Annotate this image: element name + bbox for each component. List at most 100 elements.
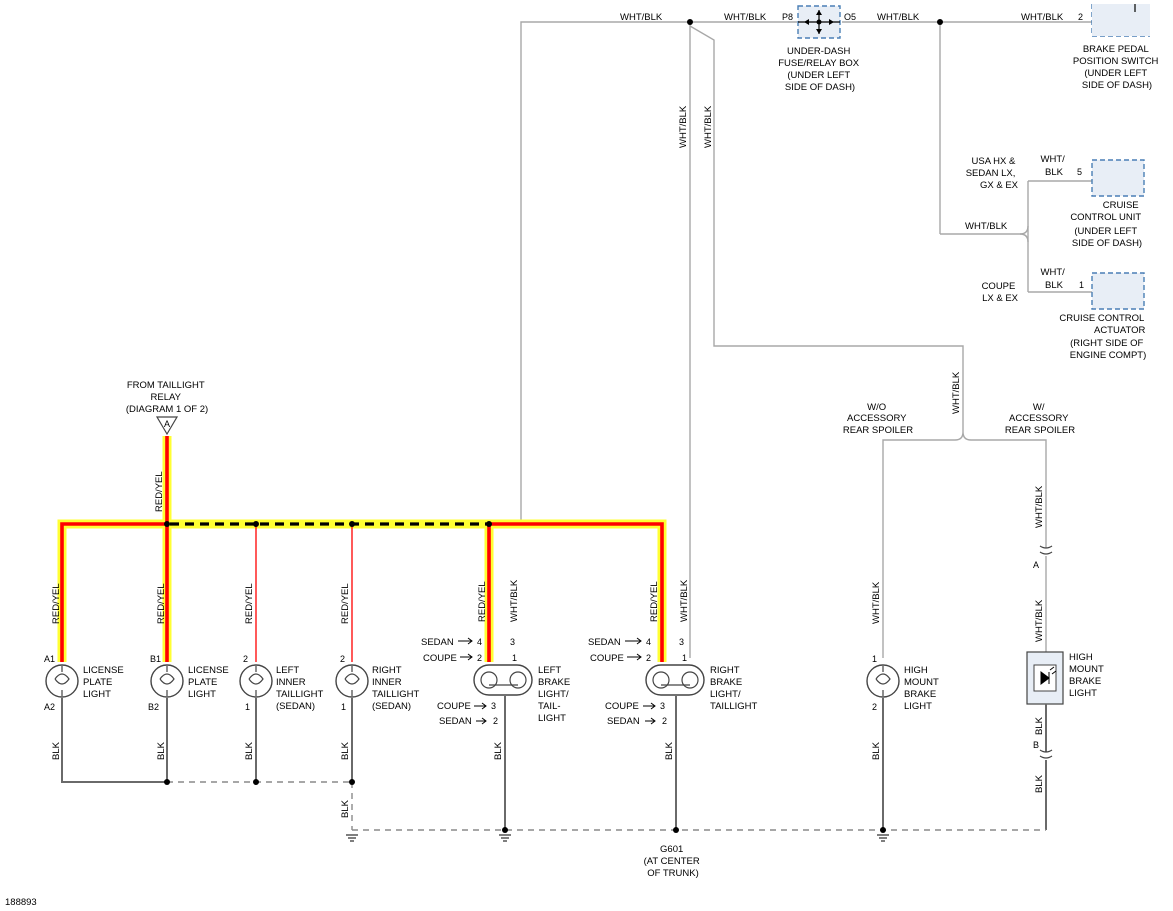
license-plate-light-2 xyxy=(150,664,184,698)
wire-label: WHT/BLK xyxy=(509,579,520,622)
left-brake-light-label: LEFT BRAKE LIGHT/ TAIL- LIGHT xyxy=(538,665,573,724)
wire-label: BLK xyxy=(340,741,351,760)
wire-label: WHT/BLK xyxy=(877,12,920,23)
pin-label: 3 xyxy=(510,637,515,647)
wire-label: BLK xyxy=(244,741,255,760)
variant-label: COUPE xyxy=(605,701,639,712)
junction-dot xyxy=(937,19,943,25)
pin-label: B2 xyxy=(148,702,159,712)
wire-label: BLK xyxy=(1034,774,1045,793)
highlighted-circuit xyxy=(57,436,667,662)
license-plate-light-label: LICENSE PLATE LIGHT xyxy=(188,665,231,700)
junction-dot xyxy=(687,19,693,25)
variant-label: SEDAN xyxy=(439,716,472,727)
connector-b-symbol xyxy=(1039,749,1053,759)
variant-label: SEDAN xyxy=(588,637,621,648)
wire-label: WHT/BLK xyxy=(679,579,690,622)
wire-label: WHT/BLK xyxy=(965,221,1008,232)
variant-label: SEDAN xyxy=(421,637,454,648)
wire-label: RED/YEL xyxy=(51,583,62,624)
wire-label: WHT/BLK xyxy=(1021,12,1064,23)
pin-label: 4 xyxy=(477,637,482,647)
wire-label: RED/YEL xyxy=(477,581,488,622)
junction-dot xyxy=(253,521,259,527)
wire-label: WHT/ BLK xyxy=(1041,267,1068,291)
svg-text:A: A xyxy=(164,419,170,429)
brake-pedal-position-switch xyxy=(1091,4,1150,37)
left-inner-taillight xyxy=(239,664,273,698)
pin-label: 1 xyxy=(1079,280,1084,290)
pin-label: O5 xyxy=(844,12,856,22)
fuse-box-label: UNDER-DASH FUSE/RELAY BOX (UNDER LEFT SI… xyxy=(778,46,862,93)
pin-label: 3 xyxy=(491,701,496,711)
wire-label: RED/YEL xyxy=(340,583,351,624)
wire-label: WHT/BLK xyxy=(724,12,767,23)
license-plate-light-1 xyxy=(45,664,79,698)
wire-label: WHT/BLK xyxy=(678,105,689,148)
pin-label: 2 xyxy=(493,716,498,726)
wire-label: BLK xyxy=(51,741,62,760)
pin-label: A2 xyxy=(44,702,55,712)
pin-label: 1 xyxy=(682,653,687,663)
figure-id: 188893 xyxy=(5,897,37,908)
cruise-actuator-label: CRUISE CONTROL ACTUATOR (RIGHT SIDE OF E… xyxy=(1059,313,1148,361)
variant-label: SEDAN xyxy=(607,716,640,727)
left-brake-taillight xyxy=(473,664,533,696)
pin-label: 1 xyxy=(872,654,877,664)
pin-label: B xyxy=(1033,740,1039,750)
pin-label: 5 xyxy=(1077,167,1082,177)
wire-label: WHT/ BLK xyxy=(1041,154,1068,178)
high-mount-label: HIGH MOUNT BRAKE LIGHT xyxy=(904,665,941,712)
pin-label: 1 xyxy=(341,702,346,712)
pin-label: A xyxy=(1033,560,1039,570)
wire-label: BLK xyxy=(493,741,504,760)
under-dash-fuse-relay-box xyxy=(797,5,841,39)
high-mount-led-label: HIGH MOUNT BRAKE LIGHT xyxy=(1069,652,1106,699)
cruise-control-actuator xyxy=(1091,272,1145,310)
junction-dot xyxy=(486,521,492,527)
top-wire-harness xyxy=(520,19,1092,658)
pin-label: 2 xyxy=(340,654,345,664)
wire-label: BLK xyxy=(156,741,167,760)
ground-g601-label: G601 (AT CENTER OF TRUNK) xyxy=(644,844,703,879)
junction-dot xyxy=(164,521,170,527)
variant-label: COUPE xyxy=(590,653,624,664)
right-inner-taillight xyxy=(335,664,369,698)
wire-label: WHT/BLK xyxy=(951,371,962,414)
cruise-variant-coupe: COUPE LX & EX xyxy=(982,281,1019,304)
pin-label: 2 xyxy=(646,653,651,663)
connector-a-symbol xyxy=(1039,545,1053,555)
pin-label: 2 xyxy=(243,654,248,664)
wire-label: WHT/BLK xyxy=(703,105,714,148)
wire-label: RED/YEL xyxy=(156,583,167,624)
spoiler-w-label: W/ ACCESSORY REAR SPOILER xyxy=(1005,402,1075,436)
license-plate-light-label: LICENSE PLATE LIGHT xyxy=(83,665,126,700)
pin-label: P8 xyxy=(782,12,793,22)
variant-label: COUPE xyxy=(437,701,471,712)
wire-label: BLK xyxy=(871,741,882,760)
relay-connector-a: A xyxy=(155,416,179,436)
wire-label: WHT/BLK xyxy=(1034,599,1045,642)
cruise-variant-usa: USA HX & SEDAN LX, GX & EX xyxy=(966,156,1019,191)
pin-label: 1 xyxy=(512,653,517,663)
wire-label: BLK xyxy=(340,799,351,818)
pin-label: B1 xyxy=(150,654,161,664)
cruise-unit-label: CRUISE CONTROL UNIT (UNDER LEFT SIDE OF … xyxy=(1070,200,1143,249)
pin-label: 2 xyxy=(477,653,482,663)
wire-label: RED/YEL xyxy=(154,471,165,512)
pin-label: 1 xyxy=(245,702,250,712)
junction-dot xyxy=(349,521,355,527)
wire-label: BLK xyxy=(1034,716,1045,735)
wire-label: BLK xyxy=(664,741,675,760)
ground-wiring xyxy=(61,696,1046,842)
wire-label: RED/YEL xyxy=(649,581,660,622)
relay-label: FROM TAILLIGHT RELAY (DIAGRAM 1 OF 2) xyxy=(126,380,208,415)
brake-switch-label: BRAKE PEDAL POSITION SWITCH (UNDER LEFT … xyxy=(1073,44,1161,91)
pin-label: 2 xyxy=(872,702,877,712)
high-mount-brake-light xyxy=(866,664,900,698)
pin-label: 2 xyxy=(1078,12,1083,22)
variant-label: COUPE xyxy=(423,653,457,664)
high-mount-brake-light-led xyxy=(1026,651,1064,705)
right-brake-light-label: RIGHT BRAKE LIGHT/ TAILLIGHT xyxy=(710,665,758,712)
